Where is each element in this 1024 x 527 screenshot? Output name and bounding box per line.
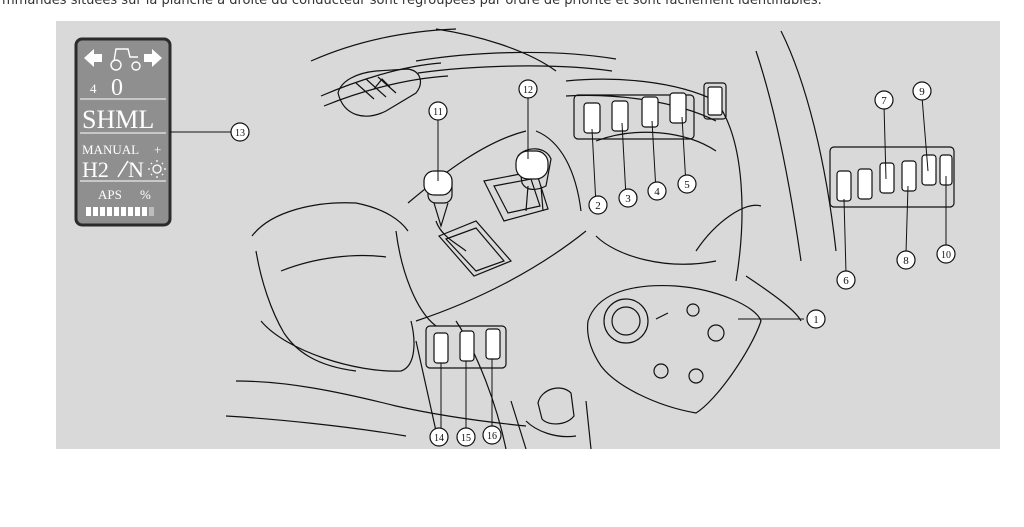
gear-number: 4 <box>90 81 97 96</box>
gear-value: 0 <box>111 75 123 101</box>
arrow-left-icon <box>84 49 102 67</box>
callout-circle-7 <box>874 90 894 110</box>
callout-circle-6 <box>836 270 856 290</box>
rocker-switch <box>611 100 629 132</box>
callout-label-12: 12 <box>523 85 533 96</box>
rocker-switch <box>857 168 873 200</box>
thumbwheel <box>459 330 475 362</box>
callout-label-9: 9 <box>919 86 925 98</box>
plus-sign: + <box>154 142 161 157</box>
callout-circle-12 <box>518 79 538 99</box>
callout-labels: 1 2 3 4 5 6 7 8 9 10 11 12 13 14 15 16 <box>235 85 951 444</box>
callout-label-16: 16 <box>487 431 497 442</box>
sun-icon <box>148 160 166 178</box>
callout-circle-16 <box>482 425 502 445</box>
callout-label-3: 3 <box>625 193 631 205</box>
rocker-switch <box>641 96 659 128</box>
callout-circle-9 <box>912 81 932 101</box>
rocker-switch <box>583 102 601 134</box>
callout-circle-8 <box>896 250 916 270</box>
callout-label-6: 6 <box>843 275 849 287</box>
cab-outline <box>225 28 955 449</box>
line-drawing: 4 0 SHML MANUAL + H2 N APS % <box>74 28 956 449</box>
callout-label-14: 14 <box>434 433 444 444</box>
callout-label-13: 13 <box>235 128 245 139</box>
callout-label-8: 8 <box>903 255 909 267</box>
callout-circle-11 <box>428 101 448 121</box>
callout-circle-15 <box>456 427 476 447</box>
callout-label-10: 10 <box>941 250 951 261</box>
mode-label: MANUAL <box>82 142 139 157</box>
figure-caption: mmandes situées sur la planche à droite … <box>2 0 822 8</box>
callout-circle-2 <box>588 195 608 215</box>
right-switch-bank <box>836 154 953 202</box>
callout-circle-13 <box>230 122 250 142</box>
callout-circle-10 <box>936 244 956 264</box>
callout-label-11: 11 <box>433 107 443 118</box>
callouts <box>230 79 956 447</box>
callout-circle-4 <box>647 181 667 201</box>
callout-label-4: 4 <box>654 186 660 198</box>
lever-knob-12 <box>515 150 549 180</box>
percent-label: % <box>140 187 151 202</box>
callout-label-5: 5 <box>684 179 690 191</box>
callout-circle-1 <box>806 309 826 329</box>
rocker-switch <box>901 160 917 192</box>
callout-label-15: 15 <box>461 433 471 444</box>
console-switch-bank <box>583 86 723 134</box>
rocker-switch <box>836 170 852 202</box>
callout-label-7: 7 <box>881 95 887 107</box>
aps-label: APS <box>98 187 122 202</box>
cab-controls-illustration: 4 0 SHML MANUAL + H2 N APS % <box>56 21 1000 449</box>
thumbwheel <box>485 328 501 360</box>
callout-circle-5 <box>677 174 697 194</box>
h2-label: H2 <box>82 157 109 182</box>
callout-label-2: 2 <box>595 200 601 212</box>
callout-label-1: 1 <box>813 314 819 326</box>
n-label: N <box>128 157 144 182</box>
rocker-switch <box>879 162 895 194</box>
rocker-switch <box>921 154 937 186</box>
callout-circle-14 <box>429 427 449 447</box>
rocker-switch <box>707 86 723 116</box>
thumbwheel <box>433 332 449 364</box>
tractor-icon <box>110 48 141 71</box>
leader-lines <box>170 96 947 429</box>
range-label: SHML <box>82 105 154 134</box>
thumbwheel-bank <box>433 328 501 364</box>
display-panel: 4 0 SHML MANUAL + H2 N APS % <box>74 37 172 227</box>
aps-bar <box>86 207 154 216</box>
callout-circle-3 <box>618 188 638 208</box>
rocker-switch <box>669 92 687 124</box>
arrow-right-icon <box>144 49 162 67</box>
